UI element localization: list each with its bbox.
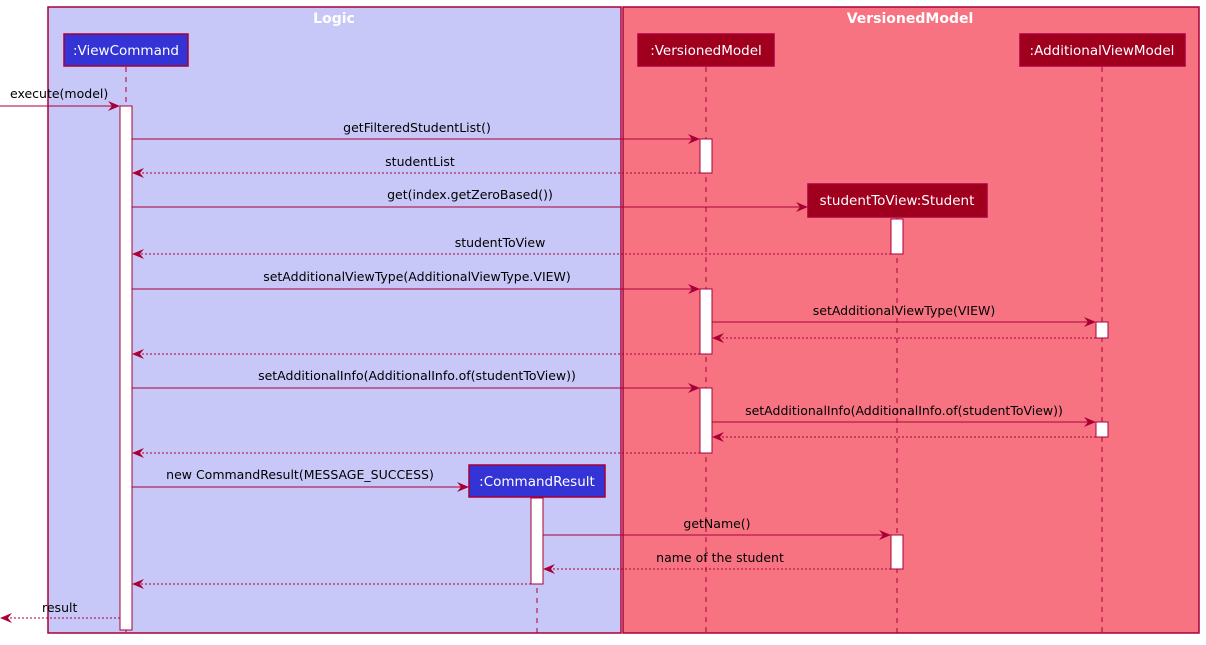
message-get-name: getName() — [543, 516, 891, 540]
message-result-return: result — [0, 600, 120, 623]
box-versioned-model: VersionedModel — [622, 6, 1200, 634]
message-set-additional-view-type-view: setAdditionalViewType(VIEW) — [712, 303, 1096, 327]
message-new-command-result-label: new CommandResult(MESSAGE_SUCCESS) — [166, 467, 434, 482]
participant-commandresult: :CommandResult — [468, 464, 606, 498]
message-get-filtered-student-list-label: getFilteredStudentList() — [343, 120, 491, 135]
message-execute: execute(model) — [0, 86, 120, 111]
box-logic: Logic — [47, 6, 622, 634]
participant-viewcommand-label: :ViewCommand — [73, 43, 179, 59]
message-get-zero-based-label: get(index.getZeroBased()) — [387, 187, 553, 202]
message-name-of-student-label: name of the student — [656, 550, 784, 565]
participant-versionedmodel: :VersionedModel — [637, 33, 775, 67]
message-set-additional-info: setAdditionalInfo(AdditionalInfo.of(stud… — [132, 368, 700, 393]
participant-studenttoview: studentToView:Student — [807, 183, 988, 218]
message-set-additional-info-avm: setAdditionalInfo(AdditionalInfo.of(stud… — [712, 403, 1096, 427]
participant-commandresult-label: :CommandResult — [479, 474, 595, 490]
participant-versionedmodel-label: :VersionedModel — [650, 43, 762, 59]
activation-versionedmodel-1 — [699, 138, 713, 174]
participant-studenttoview-label: studentToView:Student — [820, 193, 975, 209]
activation-additionalviewmodel-2 — [1095, 421, 1109, 438]
activation-bars — [119, 105, 1109, 631]
activation-studenttoview-1 — [890, 218, 904, 255]
participant-additionalviewmodel: :AdditionalViewModel — [1019, 33, 1186, 67]
message-student-to-view-label: studentToView — [455, 235, 546, 250]
message-name-of-student-return: name of the student — [543, 550, 891, 574]
message-set-additional-view-type: setAdditionalViewType(AdditionalViewType… — [132, 269, 700, 294]
message-student-list-return: studentList — [132, 154, 700, 178]
box-logic-title: Logic — [313, 11, 355, 27]
activation-studenttoview-2 — [890, 534, 904, 570]
message-get-filtered-student-list: getFilteredStudentList() — [132, 120, 700, 144]
participant-additionalviewmodel-label: :AdditionalViewModel — [1030, 43, 1175, 59]
message-set-additional-info-avm-label: setAdditionalInfo(AdditionalInfo.of(stud… — [745, 403, 1063, 418]
message-get-name-label: getName() — [683, 516, 750, 531]
message-new-command-result: new CommandResult(MESSAGE_SUCCESS) — [132, 467, 469, 492]
participant-viewcommand: :ViewCommand — [63, 33, 189, 67]
message-set-additional-view-type-label: setAdditionalViewType(AdditionalViewType… — [263, 269, 571, 284]
message-result-label: result — [42, 600, 77, 615]
activation-viewcommand — [119, 105, 133, 631]
message-set-additional-info-label: setAdditionalInfo(AdditionalInfo.of(stud… — [258, 368, 576, 383]
message-student-list-label: studentList — [385, 154, 455, 169]
activation-versionedmodel-2 — [699, 288, 713, 355]
message-execute-label: execute(model) — [10, 86, 108, 101]
activation-versionedmodel-3 — [699, 387, 713, 454]
activation-additionalviewmodel-1 — [1095, 321, 1109, 339]
message-set-additional-view-type-view-label: setAdditionalViewType(VIEW) — [813, 303, 995, 318]
message-student-to-view-return: studentToView — [132, 235, 891, 259]
activation-commandresult — [530, 497, 544, 585]
box-versioned-model-title: VersionedModel — [847, 11, 974, 27]
message-get-zero-based: get(index.getZeroBased()) — [132, 187, 808, 212]
